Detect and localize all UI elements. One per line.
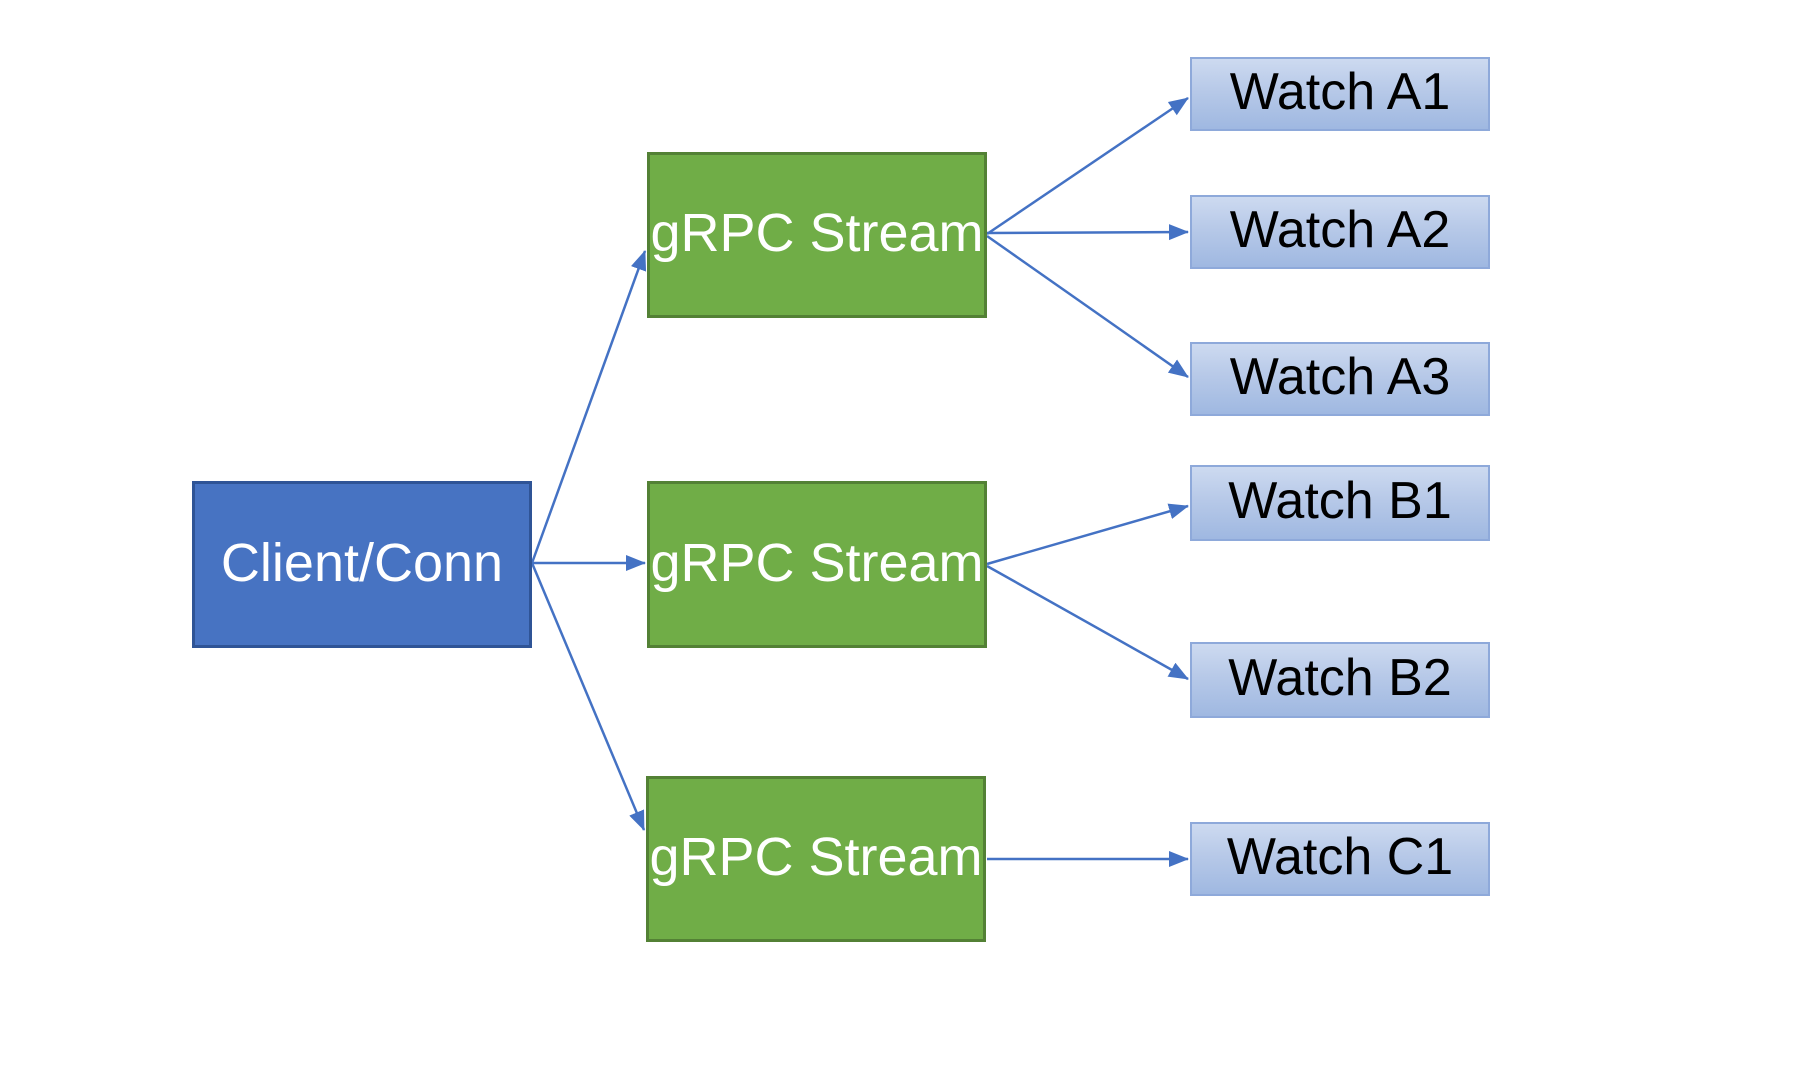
node-watch-a2-label: Watch A2 [1229, 201, 1451, 259]
node-watch-c1-label: Watch C1 [1226, 828, 1454, 886]
node-watch-a1-label: Watch A1 [1229, 63, 1451, 121]
node-client-conn-label: Client/Conn [220, 532, 504, 593]
node-watch-a3: Watch A3 [1190, 342, 1490, 416]
node-watch-b2: Watch B2 [1190, 642, 1490, 718]
node-client-conn: Client/Conn [192, 481, 532, 648]
edge-client-to-stream1-arrow [530, 250, 647, 564]
node-watch-a3-label: Watch A3 [1229, 348, 1451, 406]
node-grpc-stream-3: gRPC Stream [646, 776, 986, 942]
node-grpc-stream-2-label: gRPC Stream [650, 532, 984, 593]
node-grpc-stream-1-label: gRPC Stream [650, 203, 984, 263]
edge-stream1-to-watchA2-arrow [986, 224, 1189, 241]
node-watch-b1: Watch B1 [1190, 465, 1490, 541]
node-grpc-stream-3-label: gRPC Stream [649, 827, 983, 887]
edge-stream2-to-watchB1-arrow [986, 503, 1189, 566]
edge-stream1-to-watchA1-arrow [986, 96, 1189, 236]
node-watch-c1: Watch C1 [1190, 822, 1490, 896]
node-watch-a1: Watch A1 [1190, 57, 1490, 131]
edge-stream1-to-watchA3-arrow [986, 234, 1189, 379]
edge-client-to-stream3-arrow [530, 562, 646, 831]
edge-stream2-to-watchB2-arrow [986, 564, 1189, 681]
node-grpc-stream-1: gRPC Stream [647, 152, 987, 318]
node-watch-b1-label: Watch B1 [1228, 472, 1452, 530]
node-grpc-stream-2: gRPC Stream [647, 481, 987, 648]
node-watch-b2-label: Watch B2 [1228, 649, 1452, 707]
node-watch-a2: Watch A2 [1190, 195, 1490, 269]
